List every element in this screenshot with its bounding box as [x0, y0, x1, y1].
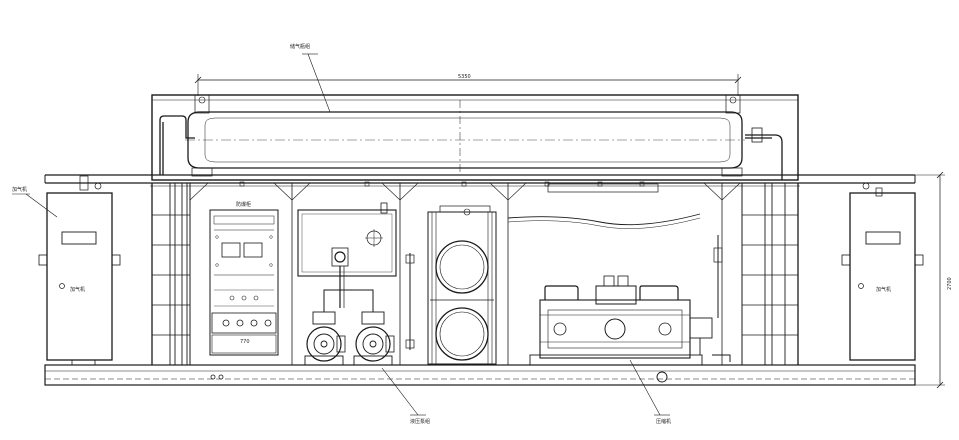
pump-piping [323, 253, 415, 350]
label-dispenser-left: 加气机 [12, 186, 27, 193]
dimension-top-width: 5350 [458, 74, 471, 80]
dispenser-left [38, 175, 121, 365]
roof-piping [159, 115, 783, 180]
top-dimension [194, 74, 742, 96]
dispenser-right [841, 182, 924, 361]
base-skid [44, 364, 916, 386]
label-compressor: 压缩机 [656, 418, 671, 425]
gas-cylinder [185, 94, 745, 177]
label-dispenser-right-tag: 加气机 [876, 286, 891, 293]
label-control-cabinet: 防爆柜 [236, 201, 251, 208]
vent-panel [507, 183, 701, 229]
container-structure [151, 181, 799, 365]
label-dispenser-left-tag: 加气机 [70, 286, 85, 293]
accumulator-stack [427, 205, 497, 365]
right-dimension [915, 171, 945, 389]
roof-frame [151, 94, 799, 181]
leader-lines [12, 53, 670, 416]
label-hydraulic-pump: 液压泵组 [410, 418, 430, 425]
compressor-piping [712, 235, 731, 362]
hydraulic-pump-1 [304, 311, 346, 366]
hydraulic-tank [297, 202, 397, 308]
dimension-right-height: 2700 [947, 277, 953, 290]
hydraulic-pump-2 [353, 311, 395, 366]
compressor [529, 275, 713, 366]
label-gas-cylinder: 储气瓶组 [290, 43, 310, 50]
control-cabinet [209, 209, 279, 356]
label-cabinet-spec: 770 [240, 339, 250, 345]
